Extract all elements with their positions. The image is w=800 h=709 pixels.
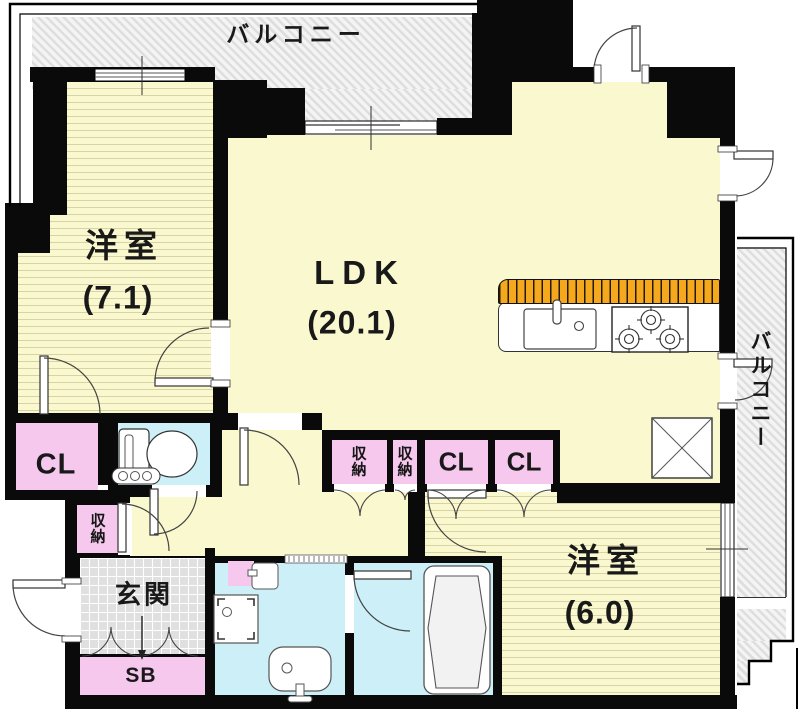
doorway bbox=[720, 358, 735, 404]
wall-segment bbox=[206, 485, 222, 497]
wall-segment bbox=[345, 633, 354, 697]
wall-segment bbox=[720, 404, 735, 503]
closet-row-cell bbox=[495, 440, 553, 484]
closet-row-label-1: 収納 bbox=[351, 445, 367, 478]
entrance-step-line bbox=[80, 556, 205, 558]
balcony-right-label: バルコニー bbox=[748, 330, 771, 450]
wall-segment bbox=[98, 423, 118, 485]
wall-segment bbox=[573, 67, 600, 82]
wall-segment bbox=[205, 556, 285, 563]
wall-segment bbox=[65, 495, 130, 505]
wall-segment bbox=[33, 80, 67, 215]
doorway bbox=[152, 485, 206, 497]
wall-segment bbox=[213, 136, 228, 326]
balcony-right-step1 bbox=[737, 641, 771, 661]
closet-row-cell bbox=[425, 440, 488, 484]
wall-segment bbox=[347, 556, 500, 563]
closet-opening bbox=[394, 484, 417, 492]
ldk-floor-upper bbox=[510, 82, 667, 135]
wall-segment bbox=[493, 556, 502, 697]
window-opening bbox=[720, 503, 735, 597]
wall-segment bbox=[345, 556, 354, 575]
doorway bbox=[211, 326, 230, 381]
hall-storage-label: 収納 bbox=[90, 512, 106, 545]
room-west-name: 洋室 bbox=[85, 227, 163, 264]
doorway bbox=[65, 583, 80, 637]
closet-row-cell bbox=[393, 440, 417, 484]
door-top-entry bbox=[593, 25, 641, 72]
closet-opening bbox=[497, 484, 551, 492]
wall-segment bbox=[720, 597, 735, 697]
doorway bbox=[238, 413, 302, 430]
closet-opening bbox=[427, 484, 486, 492]
washroom-cabinet bbox=[228, 561, 254, 586]
balcony-top-area-inset bbox=[290, 89, 472, 121]
shoe-box-label: SB bbox=[125, 664, 157, 687]
closet-row-label-3: CL bbox=[438, 446, 474, 477]
toilet-room-area bbox=[118, 423, 210, 485]
wall-segment bbox=[213, 413, 238, 430]
door-main-entrance bbox=[12, 579, 66, 637]
closet-row-cell bbox=[332, 440, 387, 484]
wall-segment bbox=[302, 413, 322, 430]
wall-segment bbox=[205, 548, 215, 697]
kitchen-counter-edge bbox=[498, 279, 720, 304]
balcony-top-label: バルコニー bbox=[226, 21, 366, 47]
closet-west-area bbox=[16, 423, 98, 490]
ldk-size: (20.1) bbox=[307, 304, 397, 341]
closet-row-label-2: 収納 bbox=[397, 445, 413, 478]
wall-segment bbox=[65, 695, 737, 709]
ldk-name: LDK bbox=[314, 254, 406, 291]
entrance-label: 玄関 bbox=[114, 579, 174, 610]
room-south-name: 洋室 bbox=[567, 542, 645, 579]
wall-segment bbox=[720, 67, 735, 151]
wall-segment bbox=[213, 381, 228, 423]
shoe-box-area bbox=[80, 657, 205, 695]
wall-segment bbox=[5, 413, 220, 423]
room-south-size: (6.0) bbox=[564, 594, 636, 631]
wall-segment bbox=[5, 203, 18, 500]
hall-storage-area bbox=[77, 505, 120, 553]
closet-opening bbox=[334, 484, 385, 492]
wall-segment bbox=[213, 88, 305, 135]
doorway bbox=[598, 67, 645, 82]
wall-segment bbox=[557, 483, 722, 503]
hallway-floor-upper bbox=[222, 430, 322, 490]
balcony-right-area-lower bbox=[737, 609, 786, 641]
closet-row-label-4: CL bbox=[506, 446, 542, 477]
balcony-right-step2 bbox=[737, 661, 749, 684]
doorway bbox=[118, 503, 132, 555]
doorway bbox=[720, 151, 735, 196]
wall-segment bbox=[720, 196, 735, 358]
wall-segment bbox=[408, 490, 425, 563]
wall-segment bbox=[65, 637, 80, 697]
wall-segment bbox=[5, 490, 108, 500]
wall-segment bbox=[108, 485, 152, 497]
bathroom-area bbox=[354, 563, 493, 695]
wall-segment bbox=[437, 118, 473, 135]
room-west-size: (7.1) bbox=[82, 279, 154, 316]
door-right-exterior bbox=[733, 150, 774, 197]
kitchen-counter bbox=[498, 302, 720, 352]
closet-west-label: CL bbox=[35, 448, 77, 481]
wall-segment bbox=[645, 67, 735, 82]
wall-segment bbox=[210, 423, 222, 485]
wall-segment bbox=[477, 0, 573, 82]
